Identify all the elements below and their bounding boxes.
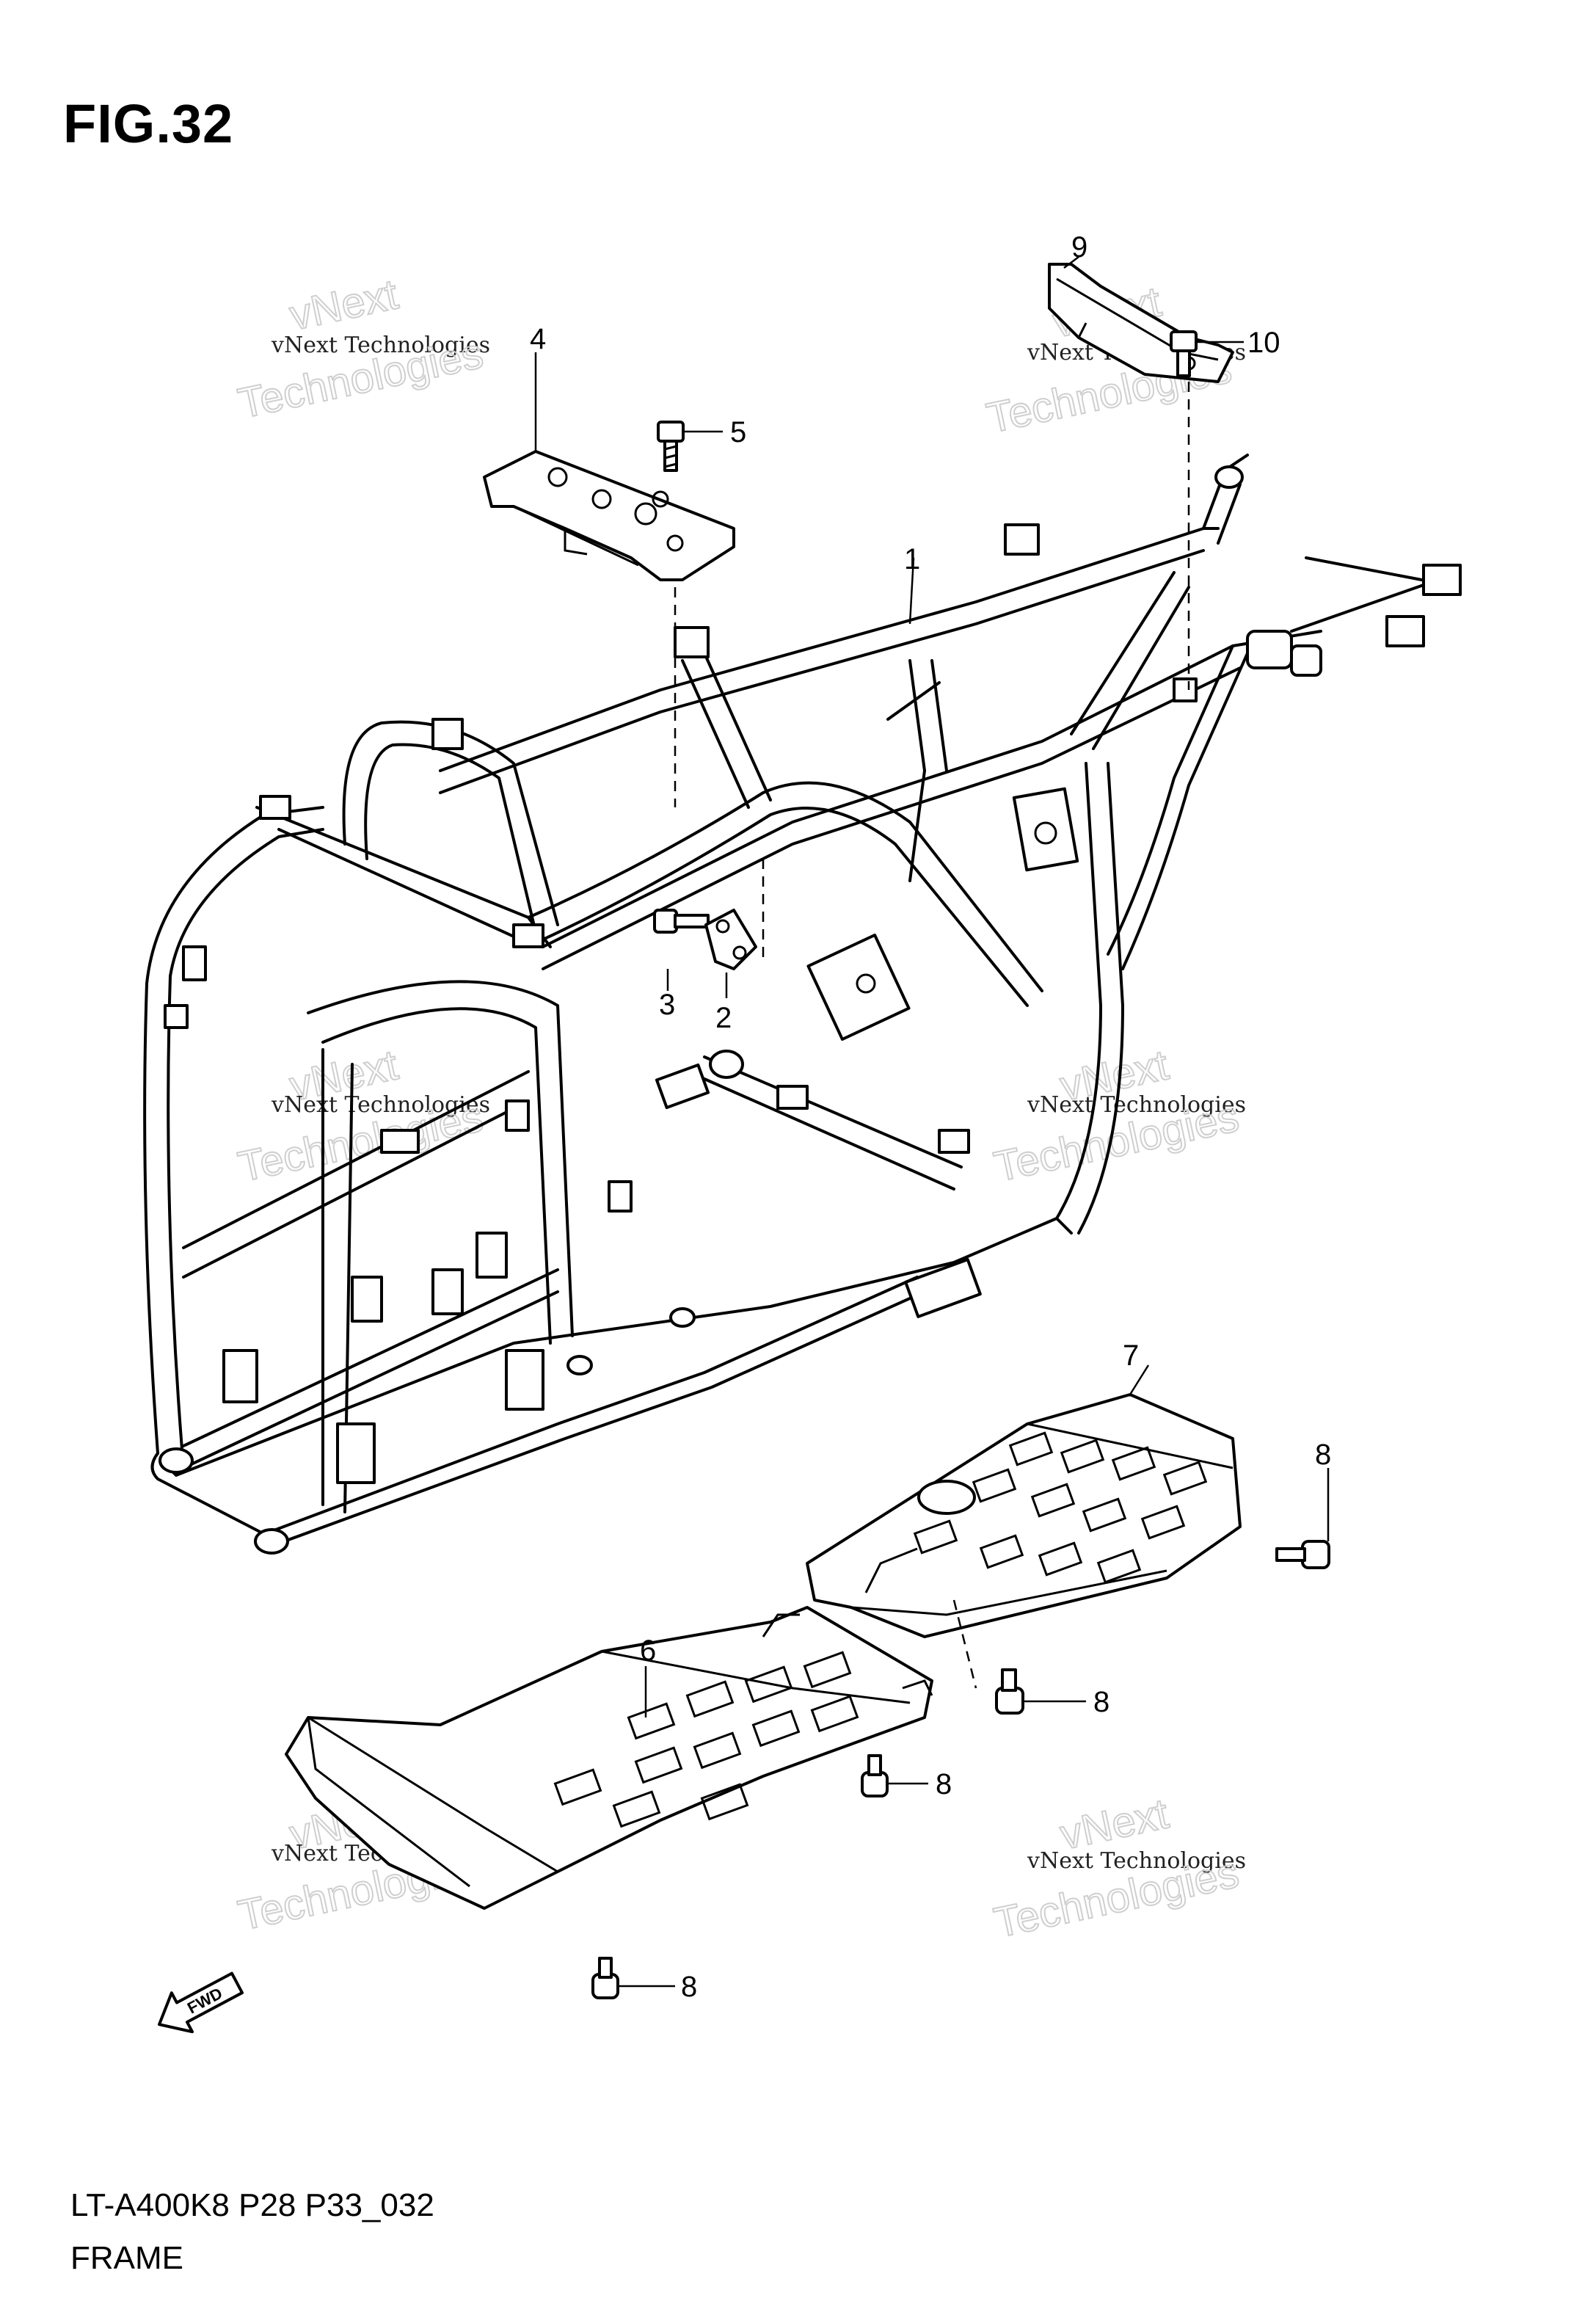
bolt-part-3 [653, 909, 710, 934]
section-name: FRAME [70, 2240, 183, 2276]
leader-lines [534, 256, 1330, 1988]
figure-title: FIG.32 [63, 93, 234, 154]
rear-skid-plate [285, 1606, 933, 1910]
callout-7: 7 [1123, 1339, 1139, 1372]
watermark-top-left: vNext vNext Technologies Technologies [233, 269, 490, 428]
front-skid-plate [806, 1393, 1242, 1638]
watermark-mid-right: vNext vNext Technologies Technologies [989, 1040, 1246, 1191]
watermark-mid-left: vNext vNext Technologies Technologies [233, 1040, 490, 1191]
svg-text:vNext Technologies: vNext Technologies [1027, 1848, 1246, 1874]
bolt-part-5 [657, 421, 685, 472]
plate-part-2 [704, 909, 757, 970]
callout-1: 1 [904, 543, 920, 575]
callout-8d: 8 [681, 1971, 697, 2003]
bolt-part-8-b [995, 1668, 1024, 1715]
svg-text:vNext Technologies: vNext Technologies [271, 332, 490, 358]
bolt-part-8-a [1275, 1540, 1330, 1569]
svg-text:vNext Technologies: vNext Technologies [271, 1092, 490, 1118]
callout-8c: 8 [936, 1768, 952, 1800]
callout-5: 5 [730, 416, 746, 448]
bolt-part-8-d [591, 1957, 619, 1999]
callout-labels: 1 2 3 4 5 6 7 8 8 8 8 9 10 [530, 231, 1331, 2003]
watermark-bottom-right: vNext vNext Technologies Technologies [989, 1789, 1246, 1947]
forward-direction-arrow: FWD [158, 1971, 244, 2034]
svg-text:vNext Technologies: vNext Technologies [1027, 1092, 1246, 1118]
callout-8b: 8 [1093, 1686, 1109, 1718]
callout-8a: 8 [1315, 1439, 1331, 1471]
callout-4: 4 [530, 323, 546, 355]
svg-text:vNext: vNext [285, 270, 402, 339]
bolt-part-8-c [861, 1754, 889, 1797]
callout-10: 10 [1247, 327, 1280, 359]
frame-assembly [143, 454, 1462, 1555]
callout-9: 9 [1071, 231, 1087, 263]
callout-2: 2 [715, 1002, 732, 1034]
callout-3: 3 [659, 989, 675, 1021]
model-code: LT-A400K8 P28 P33_032 [70, 2187, 434, 2223]
rear-mount-plate [483, 450, 735, 581]
bolt-part-10 [1170, 330, 1198, 377]
callout-6: 6 [640, 1635, 656, 1667]
